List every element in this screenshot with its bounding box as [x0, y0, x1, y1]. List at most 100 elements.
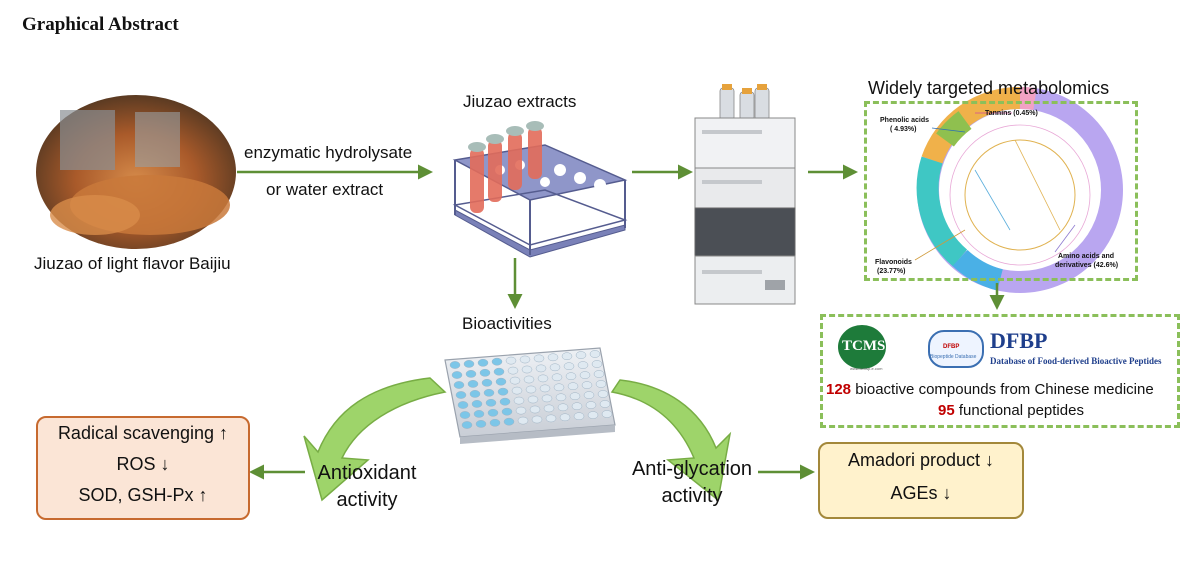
- plate-well: [497, 387, 509, 396]
- result-ages: AGEs ↓: [890, 483, 952, 503]
- plate-well: [527, 395, 539, 404]
- plate-well: [597, 390, 609, 398]
- plate-well: [575, 351, 587, 359]
- plate-well: [477, 358, 489, 367]
- plate-well: [521, 365, 533, 374]
- plate-well: [529, 405, 541, 414]
- flavonoids-label: Flavonoids: [875, 259, 912, 266]
- peptides-count: 95: [938, 402, 955, 419]
- peptides-text: functional peptides: [954, 402, 1084, 419]
- plate-well: [499, 397, 511, 406]
- plate-well: [601, 410, 613, 418]
- process-label-line2: or water extract: [266, 180, 384, 199]
- plate-well: [551, 373, 563, 382]
- dfbp-logo-text: DFBP: [943, 344, 960, 350]
- plate-well: [509, 376, 521, 385]
- plate-well: [593, 370, 605, 378]
- peptides-line: 95 functional peptides: [938, 402, 1084, 419]
- antioxidant-results-box: Radical scavenging ↑ ROS ↓ SOD, GSH-Px ↑: [36, 416, 250, 520]
- result-ros: ROS ↓: [116, 454, 170, 474]
- compounds-text: bioactive compounds from Chinese medicin…: [851, 381, 1154, 398]
- result-sod-gsh-px: SOD, GSH-Px ↑: [78, 485, 208, 505]
- plate-well: [493, 367, 505, 376]
- metabolomics-title: Widely targeted metabolomics: [868, 78, 1110, 98]
- plate-well: [583, 391, 595, 399]
- plate-well: [557, 403, 569, 412]
- compounds-count: 128: [826, 381, 852, 398]
- plate-well: [479, 368, 491, 377]
- plate-well: [545, 414, 557, 423]
- test-tube-rack: [452, 121, 628, 258]
- metabolomics-panel: [864, 101, 1138, 281]
- compounds-line: 128 bioactive compounds from Chinese med…: [826, 381, 1154, 398]
- amino-acids-label: Amino acids and: [1058, 253, 1115, 260]
- plate-well: [513, 396, 525, 405]
- plate-well: [487, 408, 499, 417]
- plate-well: [505, 356, 517, 365]
- plate-well: [455, 391, 467, 399]
- plate-well: [461, 421, 473, 429]
- tcmsp-logo: [838, 325, 886, 369]
- plate-well: [569, 392, 581, 401]
- plate-well: [587, 411, 599, 419]
- plate-well: [579, 371, 591, 379]
- plate-well: [577, 361, 589, 369]
- plate-well: [525, 385, 537, 394]
- leaf-arrow-right: [610, 379, 732, 502]
- plate-well: [449, 361, 461, 369]
- plate-well: [471, 400, 483, 408]
- plate-well: [463, 360, 475, 368]
- tannins-label: Tannins (0.45%): [985, 110, 1038, 117]
- plate-well: [563, 362, 575, 371]
- amino-acids-percent: derivatives (42.6%): [1055, 262, 1119, 269]
- plate-well: [519, 355, 531, 364]
- plate-well: [473, 410, 485, 418]
- dfbp-cloud-logo: [928, 330, 984, 368]
- antiglycation-label-line2: activity: [661, 485, 723, 507]
- plate-well: [571, 402, 583, 411]
- plate-well: [453, 381, 465, 389]
- antiglycation-label: Anti-glycation activity: [622, 456, 762, 510]
- plate-well: [507, 366, 519, 375]
- plate-well: [565, 372, 577, 381]
- plate-well: [511, 386, 523, 395]
- plate-well: [561, 352, 573, 361]
- antioxidant-label-line2: activity: [336, 489, 398, 511]
- microplate: [444, 347, 616, 444]
- antioxidant-label-line1: Antioxidant: [317, 462, 417, 484]
- plate-well: [495, 377, 507, 386]
- plate-well: [553, 383, 565, 392]
- result-amadori: Amadori product ↓: [847, 450, 995, 470]
- plate-well: [451, 371, 463, 379]
- plate-well: [547, 353, 559, 362]
- plate-well: [469, 390, 481, 398]
- page-title: Graphical Abstract: [22, 14, 179, 35]
- plate-well: [573, 412, 585, 421]
- plate-well: [591, 360, 603, 368]
- hplc-instrument: [694, 84, 796, 305]
- plate-well: [465, 370, 477, 378]
- plate-well: [559, 413, 571, 422]
- plate-well: [533, 354, 545, 363]
- result-radical-scavenging: Radical scavenging ↑: [57, 423, 229, 443]
- bioactivities-label: Bioactivities: [462, 314, 552, 333]
- phenolic-label: Phenolic acids: [880, 117, 930, 124]
- plate-well: [523, 375, 535, 384]
- antioxidant-label: Antioxidant activity: [312, 460, 422, 514]
- plate-well: [599, 400, 611, 408]
- plate-well: [567, 382, 579, 391]
- leaf-arrow-left: [303, 377, 447, 502]
- plate-well: [483, 388, 495, 397]
- phenolic-percent: ( 4.93%): [890, 126, 917, 133]
- plate-well: [589, 350, 601, 358]
- plate-well: [539, 384, 551, 393]
- plate-well: [467, 380, 479, 388]
- plate-well: [595, 380, 607, 388]
- plate-well: [531, 415, 543, 424]
- plate-well: [537, 374, 549, 383]
- flavonoids-percent: (23.77%): [877, 268, 906, 275]
- plate-well: [555, 393, 567, 402]
- tcmsp-logo-text: TCMSP: [842, 338, 895, 354]
- dfbp-subtitle: Database of Food-derived Bioactive Pepti…: [990, 356, 1162, 366]
